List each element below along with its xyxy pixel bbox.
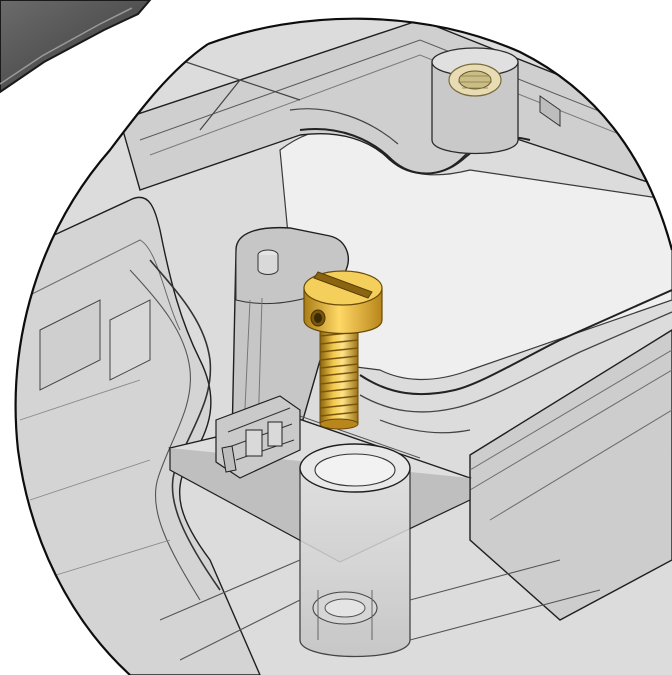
left-rail bbox=[15, 196, 262, 675]
terminal-clip bbox=[215, 395, 301, 479]
bottom-boss bbox=[299, 443, 411, 658]
right-rail bbox=[359, 289, 672, 621]
corner-lid bbox=[0, 0, 152, 94]
top-boss bbox=[431, 47, 561, 155]
slotted-cheese-head-screw bbox=[303, 270, 383, 430]
housing-frame bbox=[14, 17, 672, 675]
housing-frame bbox=[159, 559, 601, 661]
